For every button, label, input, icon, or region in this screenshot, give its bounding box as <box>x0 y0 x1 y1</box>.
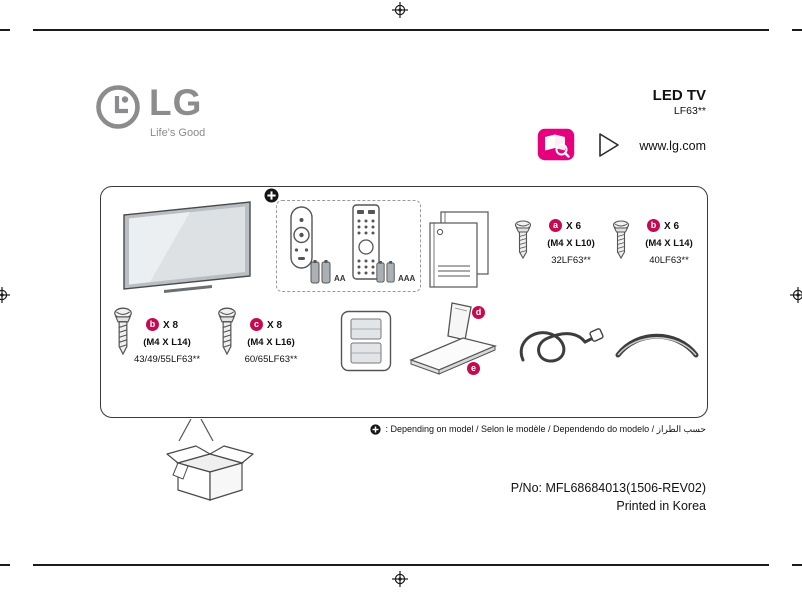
item-c8-spec: (M4 X L16) <box>247 337 295 348</box>
aaa-batteries-illustration <box>375 258 397 290</box>
note-plus-icon <box>370 424 382 435</box>
top-rule-right-tick <box>792 29 802 31</box>
item-b6-badge: b <box>647 219 660 232</box>
registration-mark-top <box>392 2 408 18</box>
stand-base-illustration <box>405 296 500 396</box>
note-line: : Depending on model / Selon le modèle /… <box>370 424 706 435</box>
power-cord-illustration <box>515 314 607 379</box>
item-b6-qty: X 6 <box>664 221 680 232</box>
screw-b8-icon <box>112 307 134 364</box>
optional-plus-icon <box>264 188 279 208</box>
product-model: LF63** <box>673 105 706 117</box>
printed-in: Printed in Korea <box>616 499 706 513</box>
registration-mark-left <box>0 287 10 303</box>
registration-mark-right <box>790 287 802 303</box>
item-b6-models: 40LF63** <box>649 255 689 266</box>
part-number: P/No: MFL68684013(1506-REV02) <box>510 481 706 495</box>
screw-a-icon <box>513 220 533 267</box>
accessories-box <box>100 186 708 418</box>
bracket-box-illustration <box>340 310 392 377</box>
item-a-models: 32LF63** <box>551 255 591 266</box>
magic-remote-illustration <box>287 205 317 276</box>
product-name: LED TV <box>652 87 706 104</box>
cable-holder-illustration <box>613 322 701 369</box>
item-a-badge: a <box>549 219 562 232</box>
callout-e-badge: e <box>467 362 480 375</box>
brand-tagline: Life's Good <box>150 127 206 139</box>
top-rule <box>33 29 769 31</box>
tv-illustration <box>120 199 254 304</box>
callout-d-badge: d <box>472 306 485 319</box>
item-b8-models: 43/49/55LF63** <box>133 354 201 365</box>
packing-box-illustration <box>165 433 255 516</box>
aa-batteries-illustration <box>309 258 333 290</box>
brand-text: LG <box>149 82 203 123</box>
packing-lines <box>168 418 228 446</box>
item-b8-spec: (M4 X L14) <box>143 337 191 348</box>
website-text: www.lg.com <box>639 139 706 153</box>
item-a-qty: X 6 <box>566 221 582 232</box>
manuals-illustration <box>428 210 492 295</box>
battery-aaa-label: AAA <box>398 274 416 283</box>
top-rule-left-tick <box>0 29 10 31</box>
item-a-spec: (M4 X L10) <box>547 238 595 249</box>
item-b8-qty: X 8 <box>163 320 179 331</box>
item-b6-spec: (M4 X L14) <box>645 238 693 249</box>
standard-remote-illustration <box>350 203 382 286</box>
screw-c8-icon <box>216 307 238 364</box>
note-text: : Depending on model / Selon le modèle /… <box>385 424 706 434</box>
item-c8-models: 60/65LF63** <box>244 354 298 365</box>
lg-symbol-icon <box>95 84 141 135</box>
registration-mark-bottom <box>392 571 408 587</box>
item-b8-badge: b <box>146 318 159 331</box>
remotes-dashed-box <box>276 200 421 292</box>
battery-aa-label: AA <box>334 274 346 283</box>
screw-b6-icon <box>611 220 631 267</box>
item-c8-qty: X 8 <box>267 320 283 331</box>
bottom-rule-right-tick <box>792 564 802 566</box>
emanual-icon <box>537 128 575 166</box>
play-triangle-icon <box>597 131 621 164</box>
bottom-rule <box>33 564 769 566</box>
item-c8-badge: c <box>250 318 263 331</box>
bottom-rule-left-tick <box>0 564 10 566</box>
